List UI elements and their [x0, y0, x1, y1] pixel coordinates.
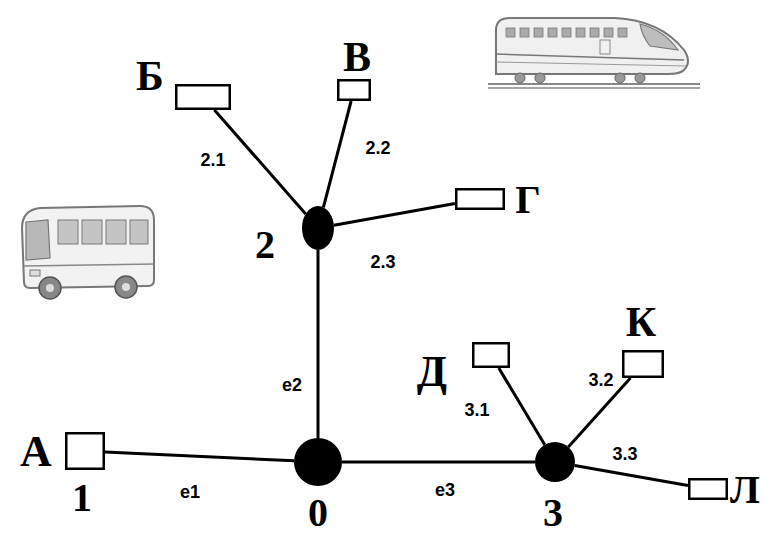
- terminal-box: А1: [65, 432, 105, 470]
- train-picture: [604, 28, 613, 37]
- edge-label: e2: [280, 375, 304, 395]
- edge-label: 3.3: [610, 444, 639, 464]
- terminal-box: [175, 84, 231, 110]
- junction-dot: [535, 442, 575, 482]
- edge-label: 3.1: [462, 400, 491, 420]
- train-picture: [520, 28, 529, 37]
- train-picture: [590, 28, 599, 37]
- terminal-box: [472, 342, 510, 368]
- terminal-box: Л: [688, 478, 728, 500]
- terminal-box: [622, 350, 664, 378]
- bus-picture: [24, 264, 154, 266]
- bus-picture: [46, 284, 54, 292]
- train-picture: [618, 28, 627, 37]
- link-line: [323, 101, 351, 207]
- bus-picture: [39, 277, 61, 299]
- bus-picture: [82, 220, 102, 244]
- junction-dot: [302, 206, 334, 250]
- terminal-box: Д: [472, 342, 510, 368]
- train-picture: [515, 73, 525, 83]
- bus-picture: [106, 220, 126, 244]
- link-line: [334, 203, 455, 225]
- node-label: Г: [515, 180, 540, 220]
- node-label: Л: [730, 470, 760, 510]
- junction-dot: [294, 438, 342, 486]
- node-label: Д: [417, 350, 447, 394]
- terminal-box: [455, 188, 505, 210]
- terminal-box: [66, 433, 104, 469]
- train-picture: [635, 73, 645, 83]
- link-line: [575, 465, 688, 485]
- junction-dot: 2: [302, 206, 334, 250]
- train-picture: [496, 62, 686, 66]
- bus-picture: [122, 283, 130, 291]
- train-picture: [496, 54, 684, 60]
- junction-dot: 0: [294, 438, 342, 486]
- terminal-box: [337, 79, 371, 101]
- edge-label: 2.2: [363, 138, 392, 158]
- train-picture: [548, 28, 557, 37]
- junction-dot: 3: [535, 442, 575, 482]
- junction-dot: [535, 442, 575, 482]
- junction-dot: [294, 438, 342, 486]
- edge-label: e1: [178, 482, 202, 502]
- bus-picture: [58, 220, 78, 244]
- link-line: [105, 452, 294, 461]
- terminal-box: [688, 478, 728, 500]
- train-picture: [506, 28, 515, 37]
- node-label: 2: [255, 225, 275, 265]
- terminal-box: [473, 343, 509, 367]
- node-label: К: [626, 301, 656, 343]
- train-picture: [562, 28, 571, 37]
- terminal-box: [689, 479, 727, 499]
- terminal-box: [65, 432, 105, 470]
- junction-dot: [302, 206, 334, 250]
- train-picture: [535, 73, 545, 83]
- bus-picture: [26, 220, 50, 260]
- terminal-box: Г: [455, 188, 505, 210]
- bus-picture: [30, 270, 40, 276]
- terminal-box: Б: [175, 84, 231, 110]
- terminal-box: [176, 85, 230, 109]
- train-picture: [615, 73, 625, 83]
- bus-picture: [22, 206, 154, 288]
- train-picture: [496, 18, 688, 74]
- link-line: [214, 110, 305, 214]
- link-line: [342, 461, 535, 464]
- train-picture: [534, 28, 543, 37]
- link-line: [317, 250, 320, 438]
- edge-label: 3.2: [586, 370, 615, 390]
- train-picture: [640, 24, 678, 50]
- link-line: [499, 368, 545, 445]
- terminal-box: В: [337, 79, 371, 101]
- edge-label: 2.3: [368, 252, 397, 272]
- terminal-box: К: [622, 350, 664, 378]
- node-label: В: [343, 36, 371, 78]
- terminal-box: [456, 189, 504, 209]
- train-picture: [600, 40, 610, 54]
- terminal-box: [338, 80, 370, 100]
- node-label: 0: [308, 493, 328, 533]
- node-label: 3: [543, 493, 563, 533]
- train-picture: [488, 18, 700, 88]
- node-label: Б: [136, 55, 164, 97]
- bus-picture: [130, 220, 148, 244]
- bus-picture: [115, 276, 137, 298]
- train-picture: [576, 28, 585, 37]
- bus-picture: [22, 206, 154, 299]
- node-number: 1: [72, 478, 92, 518]
- terminal-box: [623, 351, 663, 377]
- node-label: А: [20, 430, 52, 474]
- edge-label: 2.1: [198, 150, 227, 170]
- train-picture: [488, 87, 700, 89]
- edge-label: e3: [433, 480, 457, 500]
